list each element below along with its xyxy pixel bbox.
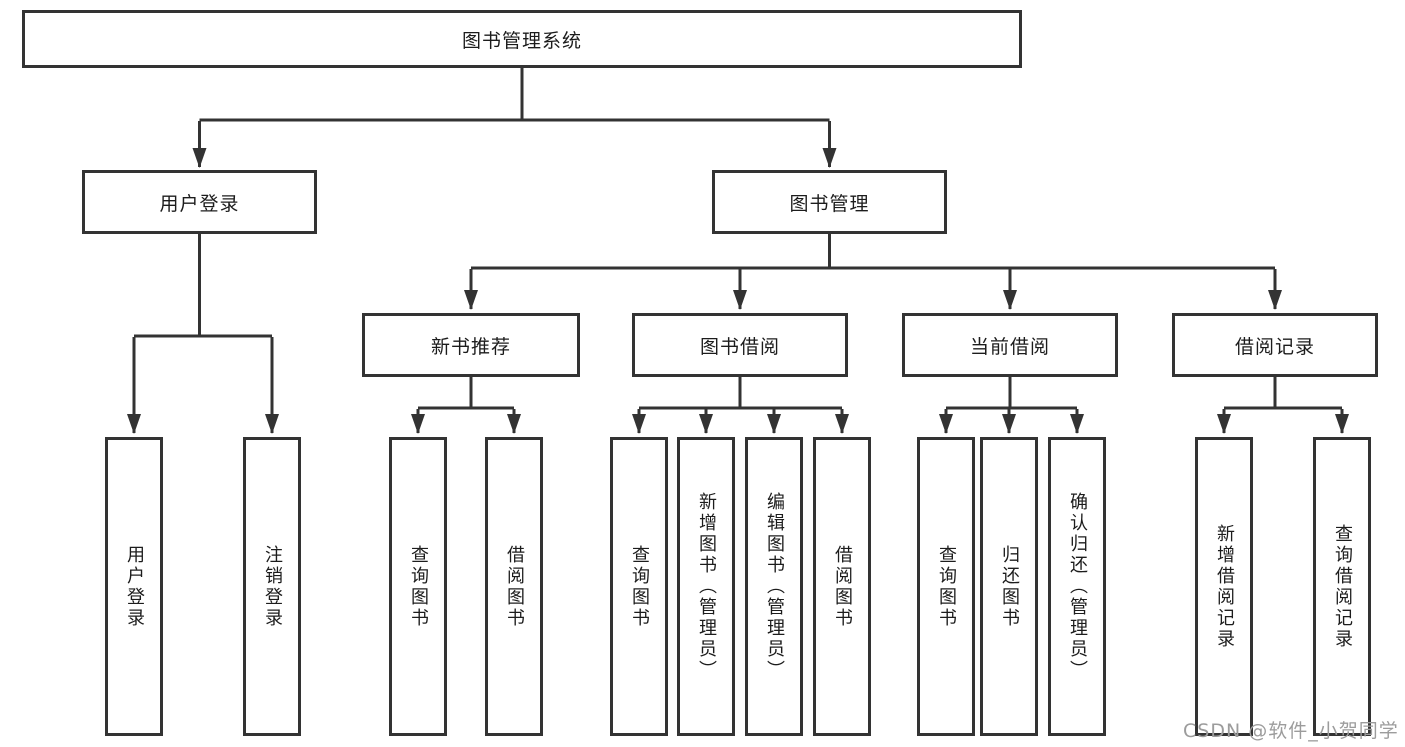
- leaf-borrow-books-2: 借阅图书: [813, 437, 871, 736]
- leaf-confirm-return-admin: 确认归还（管理员）: [1048, 437, 1106, 736]
- leaf-borrow-books-1: 借阅图书: [485, 437, 543, 736]
- leaf-query-books-3: 查询图书: [917, 437, 975, 736]
- node-book-management: 图书管理: [712, 170, 947, 234]
- leaf-add-book-admin: 新增图书（管理员）: [677, 437, 735, 736]
- node-new-book-recommend: 新书推荐: [362, 313, 580, 377]
- leaf-add-borrow-record: 新增借阅记录: [1195, 437, 1253, 736]
- leaf-return-book: 归还图书: [980, 437, 1038, 736]
- leaf-logout: 注销登录: [243, 437, 301, 736]
- node-book-borrow: 图书借阅: [632, 313, 848, 377]
- node-current-borrow: 当前借阅: [902, 313, 1118, 377]
- node-library-system: 图书管理系统: [22, 10, 1022, 68]
- node-user-login: 用户登录: [82, 170, 317, 234]
- leaf-edit-book-admin: 编辑图书（管理员）: [745, 437, 803, 736]
- node-borrow-records: 借阅记录: [1172, 313, 1378, 377]
- leaf-user-login: 用户登录: [105, 437, 163, 736]
- leaf-query-books-1: 查询图书: [389, 437, 447, 736]
- csdn-watermark: CSDN @软件_小贺同学: [1183, 720, 1399, 742]
- leaf-query-books-2: 查询图书: [610, 437, 668, 736]
- leaf-query-borrow-record: 查询借阅记录: [1313, 437, 1371, 736]
